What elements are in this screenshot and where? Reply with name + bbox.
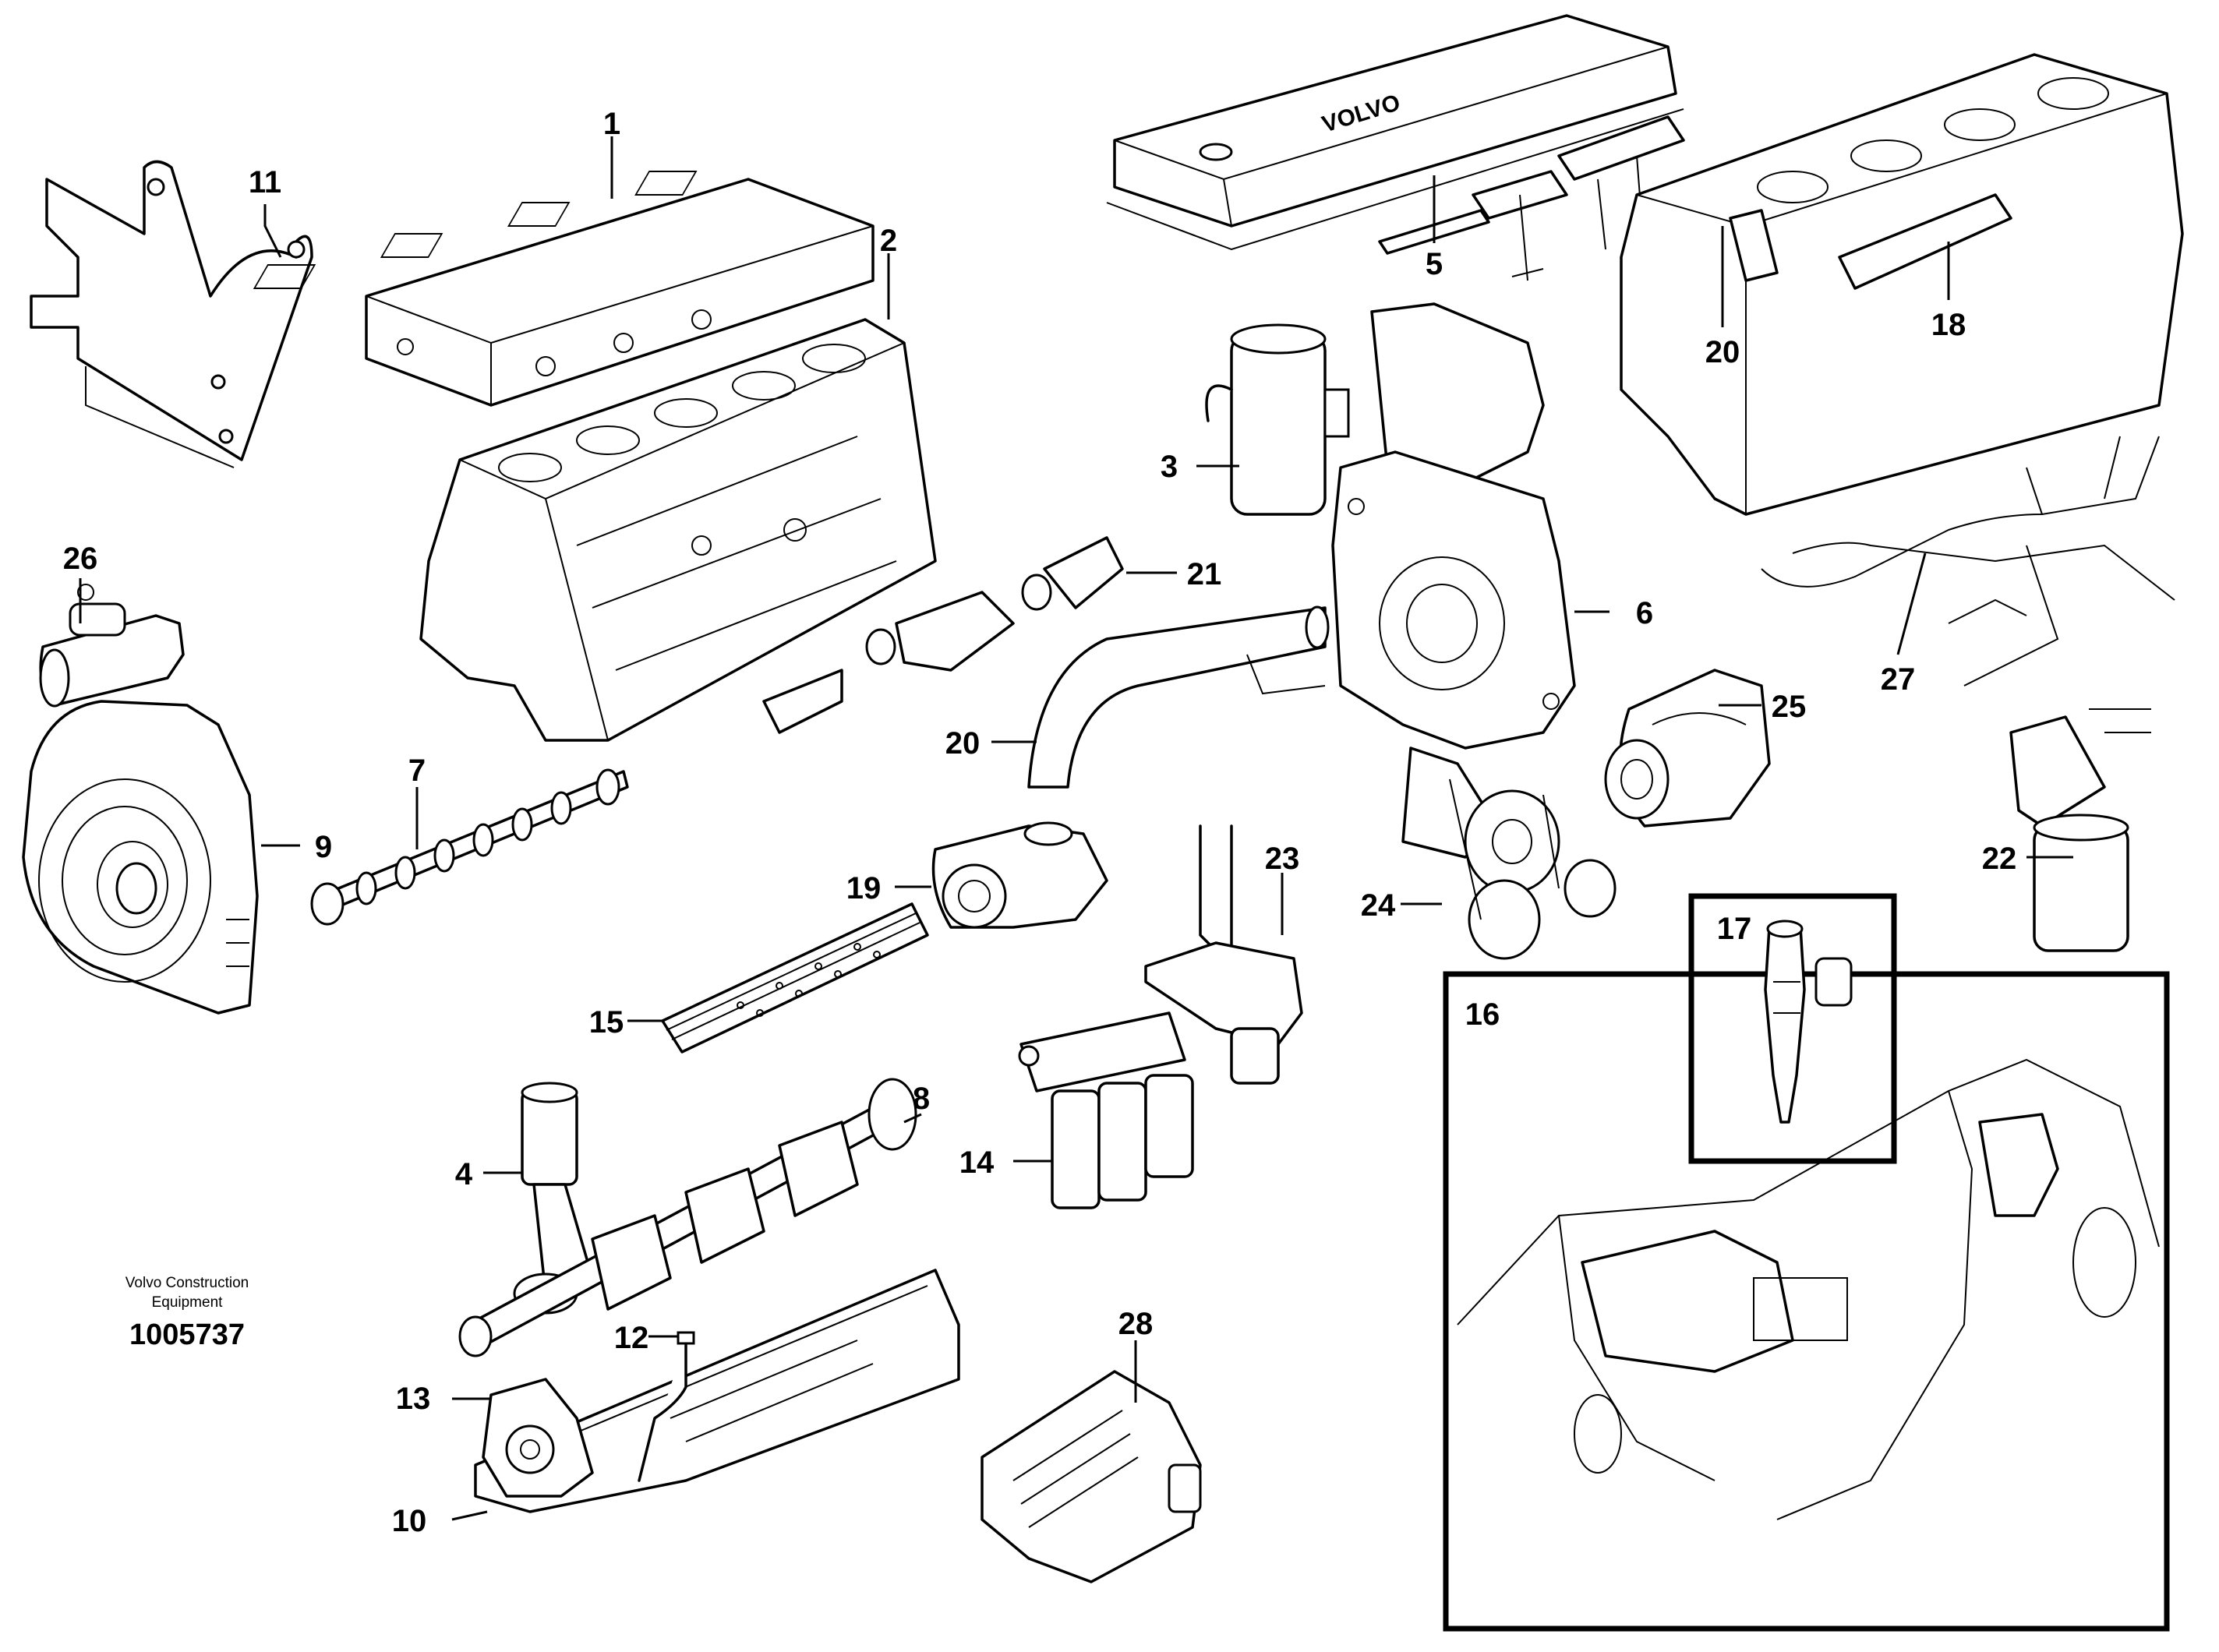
turbocharger-part-19 bbox=[931, 821, 1108, 929]
exhaust-pipe-part-20 bbox=[1027, 605, 1330, 789]
callout-19: 19 bbox=[846, 871, 882, 905]
thermostat-housing-part-23 bbox=[1144, 824, 1303, 1085]
engine-block-part-2 bbox=[419, 318, 937, 742]
engine-block-right-part-18 bbox=[1620, 53, 2184, 516]
inset-frame-16 bbox=[1443, 971, 2170, 1632]
callout-16: 16 bbox=[1465, 997, 1500, 1032]
fuel-filter-part-14 bbox=[1018, 1011, 1194, 1209]
callout-10: 10 bbox=[392, 1504, 427, 1538]
callout-21: 21 bbox=[1187, 557, 1222, 591]
callout-3: 3 bbox=[1161, 450, 1178, 484]
callout-1: 1 bbox=[603, 107, 620, 141]
belt-drive-part-24 bbox=[1401, 747, 1617, 960]
alternator-part-25 bbox=[1604, 669, 1771, 828]
cylinder-head-part-1 bbox=[253, 171, 875, 407]
publisher-caption: Volvo Construction Equipment 1005737 bbox=[125, 1275, 249, 1351]
callout-25: 25 bbox=[1772, 690, 1807, 724]
callout-24: 24 bbox=[1361, 888, 1396, 923]
publisher-line-2: Equipment bbox=[152, 1294, 224, 1311]
document-number: 1005737 bbox=[129, 1318, 245, 1351]
crankshaft-part-8 bbox=[458, 1078, 917, 1357]
oil-pump-part-13 bbox=[482, 1378, 594, 1498]
callout-8: 8 bbox=[913, 1082, 930, 1116]
leader-lines bbox=[79, 136, 2073, 1521]
callout-2: 2 bbox=[880, 224, 897, 258]
fuel-filter-part-22 bbox=[2009, 708, 2151, 952]
wiring-harness-part-27 bbox=[1761, 436, 2175, 687]
camshaft-part-7 bbox=[310, 768, 629, 926]
flywheel-housing-part-9 bbox=[22, 700, 259, 1015]
dipstick-tube-part-12 bbox=[638, 1331, 695, 1482]
canister-part-3 bbox=[1205, 323, 1350, 516]
callout-12: 12 bbox=[614, 1321, 649, 1355]
callout-14: 14 bbox=[959, 1145, 995, 1180]
control-unit-part-28 bbox=[981, 1370, 1202, 1583]
callout-23: 23 bbox=[1265, 842, 1300, 876]
inset-frame-17 bbox=[1688, 893, 1897, 1164]
starter-motor-part-26 bbox=[39, 584, 185, 708]
callout-7: 7 bbox=[408, 754, 426, 788]
bracket-part-11 bbox=[30, 160, 313, 468]
timing-cover-part-6 bbox=[1331, 302, 1576, 750]
callout-27: 27 bbox=[1881, 662, 1916, 697]
callout-15: 15 bbox=[589, 1005, 624, 1040]
callout-6: 6 bbox=[1636, 596, 1653, 630]
callout-5: 5 bbox=[1426, 247, 1443, 281]
callout-13: 13 bbox=[396, 1382, 431, 1416]
callout-11: 11 bbox=[249, 165, 281, 199]
callout-9: 9 bbox=[315, 830, 332, 864]
callout-22: 22 bbox=[1982, 842, 2017, 876]
callout-17: 17 bbox=[1717, 912, 1752, 946]
callouts: 1 2 3 4 5 6 7 8 9 10 11 12 13 14 15 16 1… bbox=[63, 107, 2017, 1538]
oil-cooler-part-15 bbox=[661, 902, 929, 1054]
callout-18: 18 bbox=[1931, 308, 1966, 342]
callout-20-lower: 20 bbox=[945, 726, 981, 761]
callout-4: 4 bbox=[455, 1157, 473, 1191]
exhaust-manifold-part-21 bbox=[762, 536, 1124, 734]
callout-26: 26 bbox=[63, 542, 98, 576]
callout-20-upper: 20 bbox=[1705, 335, 1740, 369]
callout-28: 28 bbox=[1118, 1307, 1154, 1341]
valve-cover: VOLVO bbox=[1106, 14, 1684, 251]
publisher-line-1: Volvo Construction bbox=[125, 1275, 249, 1291]
